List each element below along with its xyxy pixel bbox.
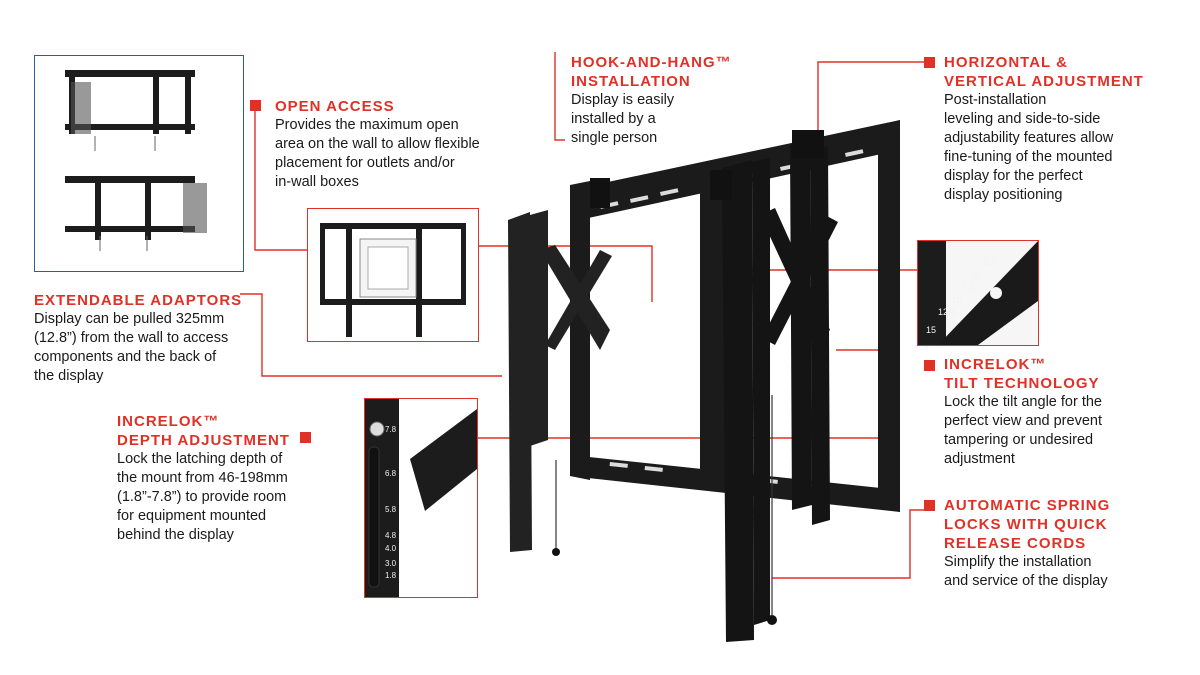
callout-marker [924,57,935,68]
leader-extendable-adaptors [240,293,502,377]
depth-label-3-0: 3.0 [385,559,397,568]
callout-marker [250,100,261,111]
callout-horizontal-vertical-adjustment: HORIZONTAL & VERTICAL ADJUSTMENT Post-in… [944,53,1174,205]
tilt-label-5: 5 [974,269,980,279]
callout-title: INCRELOK™ TILT TECHNOLOGY [944,356,1100,392]
callout-description: Lock the tilt angle for the perfect view… [944,394,1102,467]
depth-scale-labels: 7.8 6.8 5.8 4.8 4.0 3.0 1.8 [385,399,405,597]
callout-description: Lock the latching depth of the mount fro… [117,451,288,543]
depth-label-7-8: 7.8 [385,425,397,434]
tilt-label-15: 15 [926,325,937,335]
callout-open-access: OPEN ACCESS Provides the maximum open ar… [275,97,515,192]
callout-marker [300,432,311,443]
callout-title: EXTENDABLE ADAPTORS [34,292,243,309]
callout-description: Simplify the installation and service of… [944,554,1108,589]
open-access-detail-image [307,208,479,342]
tilt-scale-labels: 15 12.5 10 7.5 5 2.5 [918,241,1038,345]
open-access-drawing [320,223,466,337]
depth-label-4-8: 4.8 [385,531,397,540]
mount-variants-drawing [65,70,207,251]
callout-description: Provides the maximum open area on the wa… [275,117,480,190]
callout-description: Display can be pulled 325mm (12.8”) from… [34,311,229,384]
leader-open-access [254,100,310,251]
callout-title: HORIZONTAL & VERTICAL ADJUSTMENT [944,54,1144,90]
callout-increlok-depth-adjustment: INCRELOK™ DEPTH ADJUSTMENT Lock the latc… [117,412,307,545]
mount-variants-thumbnail [34,55,244,272]
callout-marker [924,360,935,371]
callout-title: INCRELOK™ DEPTH ADJUSTMENT [117,413,290,449]
callout-description: Post-installation leveling and side-to-s… [944,92,1114,203]
tilt-label-10: 10 [952,295,963,305]
depth-label-5-8: 5.8 [385,505,397,514]
tilt-label-12-5: 12.5 [938,307,956,317]
tilt-label-7-5: 7.5 [962,281,975,291]
depth-label-6-8: 6.8 [385,469,397,478]
depth-label-4-0: 4.0 [385,544,397,553]
callout-automatic-spring-locks: AUTOMATIC SPRING LOCKS WITH QUICK RELEAS… [944,496,1174,591]
callout-title: OPEN ACCESS [275,98,395,115]
callout-increlok-tilt-technology: INCRELOK™ TILT TECHNOLOGY Lock the tilt … [944,355,1164,469]
leader-spring-locks [772,509,928,579]
leader-horizontal-vertical [817,61,925,130]
callout-extendable-adaptors: EXTENDABLE ADAPTORS Display can be pulle… [34,291,254,386]
callout-title: HOOK-AND-HANG™ INSTALLATION [571,54,732,90]
tilt-label-2-5: 2.5 [984,257,997,267]
callout-marker [924,500,935,511]
callout-hook-and-hang: HOOK-AND-HANG™ INSTALLATION Display is e… [571,53,771,148]
depth-scale-detail-image: 7.8 6.8 5.8 4.8 4.0 3.0 1.8 [364,398,478,598]
depth-label-1-8: 1.8 [385,571,397,580]
callout-title: AUTOMATIC SPRING LOCKS WITH QUICK RELEAS… [944,497,1111,552]
right-adaptor-arm [722,140,838,642]
callout-description: Display is easily installed by a single … [571,92,675,146]
tilt-scale-detail-image: 15 12.5 10 7.5 5 2.5 [917,240,1039,346]
left-adaptor-arm [508,210,612,552]
leader-hook-and-hang [554,52,565,141]
